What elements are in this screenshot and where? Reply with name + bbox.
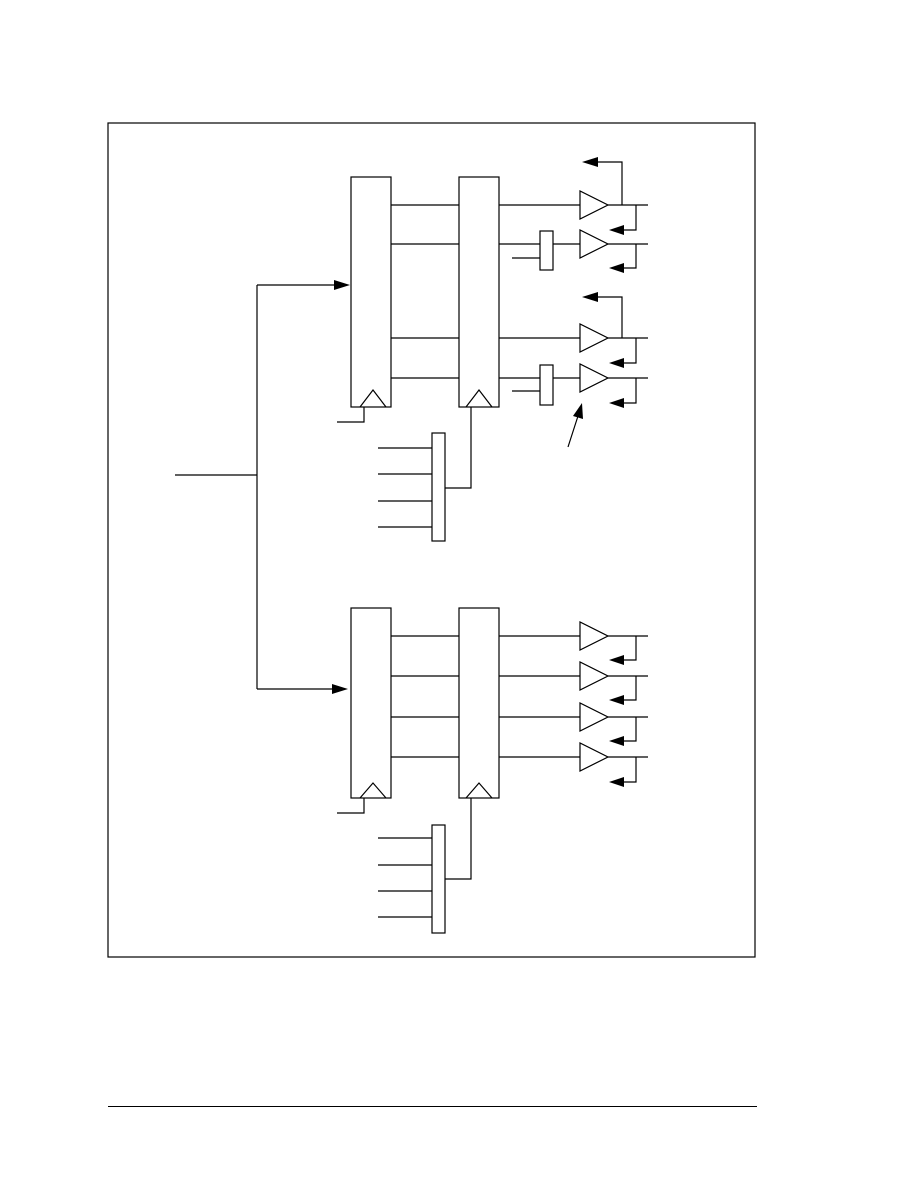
buffer-triangle-icon [579, 702, 610, 732]
upper-output-1 [499, 157, 648, 235]
lower-output-4 [499, 742, 648, 787]
upper-group [337, 157, 648, 542]
upper-register-1 [337, 176, 392, 423]
clock-triangle-icon [465, 782, 493, 799]
buffer-triangle-icon [579, 742, 610, 772]
enable-latch [539, 230, 554, 271]
upper-select-logic [378, 407, 472, 542]
footer-rule [108, 1106, 757, 1107]
enable-latch [539, 364, 554, 406]
input-fork [175, 280, 350, 694]
lower-group [337, 607, 648, 934]
buffer-triangle-icon [579, 229, 610, 259]
buffer-triangle-icon [579, 621, 610, 651]
lower-output-1 [499, 621, 648, 665]
clock-triangle-icon [359, 782, 387, 799]
lower-register-1 [337, 607, 392, 814]
buffer-triangle-icon [579, 190, 610, 220]
upper-output-2 [499, 229, 648, 273]
callout-pointer [567, 403, 583, 448]
lower-select-logic [378, 798, 472, 934]
lower-output-3 [499, 702, 648, 746]
buffer-triangle-icon [579, 661, 610, 691]
clock-triangle-icon [465, 389, 493, 408]
buffer-triangle-icon [579, 363, 610, 393]
upper-output-3 [499, 292, 648, 368]
lower-output-2 [499, 661, 648, 705]
clock-triangle-icon [359, 389, 387, 408]
lower-register-2 [458, 607, 500, 799]
upper-output-4 [499, 363, 648, 408]
buffer-triangle-icon [579, 323, 610, 353]
upper-register-2 [458, 176, 500, 408]
